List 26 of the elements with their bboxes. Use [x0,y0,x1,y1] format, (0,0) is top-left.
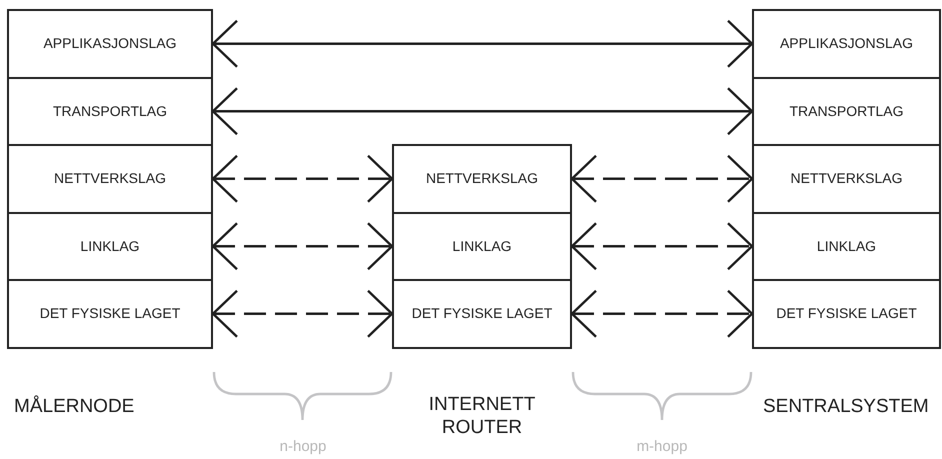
layer-box: DET FYSISKE LAGET [752,279,941,348]
layer-box: NETTVERKSLAG [752,144,941,214]
double-arrow [570,290,754,338]
layer-box: TRANSPORTLAG [7,76,213,146]
double-arrow [570,154,754,203]
device-label: SENTRALSYSTEM [763,395,929,419]
double-arrow [212,20,754,68]
layer-box: NETTVERKSLAG [7,144,213,214]
layer-box: DET FYSISKE LAGET [392,279,572,348]
layer-box: LINKLAG [392,212,572,281]
layer-box: DET FYSISKE LAGET [7,279,213,348]
layer-box: NETTVERKSLAG [392,144,572,214]
layer-box: APPLIKASJONSLAG [752,9,941,78]
hop-label: n-hopp [278,437,328,457]
layer-box: APPLIKASJONSLAG [7,9,213,78]
double-arrow [212,222,394,270]
double-arrow [212,87,754,136]
layer-box: LINKLAG [7,212,213,281]
double-arrow [212,154,394,203]
device-label: INTERNETT ROUTER [428,393,536,439]
layer-box: TRANSPORTLAG [752,76,941,146]
hop-label: m-hopp [636,437,688,457]
double-arrow [212,290,394,338]
double-arrow [570,222,754,270]
layer-box: LINKLAG [752,212,941,281]
device-label: MÅLERNODE [14,394,134,419]
